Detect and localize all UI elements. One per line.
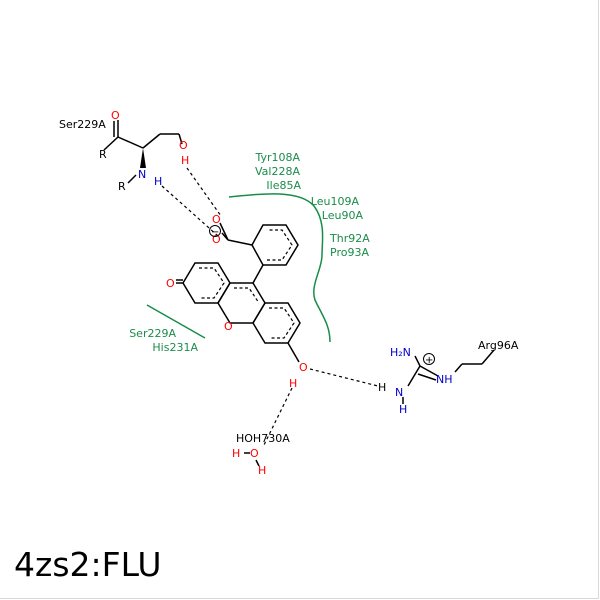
xanthene-ring-o: O xyxy=(224,320,233,333)
hbond-water xyxy=(262,387,293,448)
arg-h2n: H₂N xyxy=(390,346,411,359)
hbond-ser-nh xyxy=(161,185,219,237)
arg-nh: NH xyxy=(436,373,453,386)
phenol-o: O xyxy=(299,361,308,374)
water-h-right: H xyxy=(258,464,266,477)
ser229a-label: Ser229A xyxy=(59,118,106,131)
arg-n: N xyxy=(395,386,403,399)
positive-charge-sign: + xyxy=(425,355,433,366)
ser-hydroxyl-h: H xyxy=(181,154,189,167)
ser-amide-n: N xyxy=(138,168,146,181)
xanthone-carbonyl-o: O xyxy=(166,277,175,290)
positive-charge-icon xyxy=(423,353,435,365)
arg96a-residue xyxy=(402,349,495,404)
negative-charge-icon xyxy=(209,225,221,237)
arg-hbond-h: H xyxy=(378,381,386,394)
hydrophobic-arc-left xyxy=(146,304,206,339)
contact-ser229a: Ser229A xyxy=(129,327,176,340)
contact-pro93a: Pro93A xyxy=(330,246,369,259)
carboxylate-o-top: O xyxy=(212,213,221,226)
ser-r-label-1: R xyxy=(99,148,107,161)
benzoate-ring xyxy=(219,222,299,266)
hbond-arg xyxy=(309,368,379,387)
carboxylate-o-bottom: O xyxy=(212,233,221,246)
diagram-title: 4zs2:FLU xyxy=(14,545,162,584)
ser-r-label-2: R xyxy=(118,180,126,193)
hydrophobic-arc-top-right xyxy=(228,193,331,343)
contact-tyr108a: Tyr108A xyxy=(254,151,300,164)
water-h-left: H xyxy=(232,447,240,460)
ser229a-residue xyxy=(103,120,183,184)
contact-leu90a: Leu90A xyxy=(322,209,364,222)
contact-his231a: His231A xyxy=(152,341,198,354)
water-o: O xyxy=(250,447,259,460)
contact-ile85a: Ile85A xyxy=(266,179,301,192)
ser-amide-h: H xyxy=(154,175,162,188)
contact-thr92a: Thr92A xyxy=(329,232,370,245)
ser-carbonyl-o: O xyxy=(111,109,120,122)
hbond-ser-oh xyxy=(186,167,222,217)
hoh730a-label: HOH730A xyxy=(236,432,290,445)
contact-leu109a: Leu109A xyxy=(311,195,360,208)
ser-hydroxyl-o: O xyxy=(179,139,188,152)
contact-val228a: Val228A xyxy=(255,165,300,178)
xanthene-core xyxy=(176,262,301,363)
water-hoh730a xyxy=(244,452,260,467)
negative-charge-sign: − xyxy=(211,227,219,238)
arg-n-h: H xyxy=(399,403,407,416)
phenol-h: H xyxy=(289,377,297,390)
arg96a-label: Arg96A xyxy=(478,339,519,352)
